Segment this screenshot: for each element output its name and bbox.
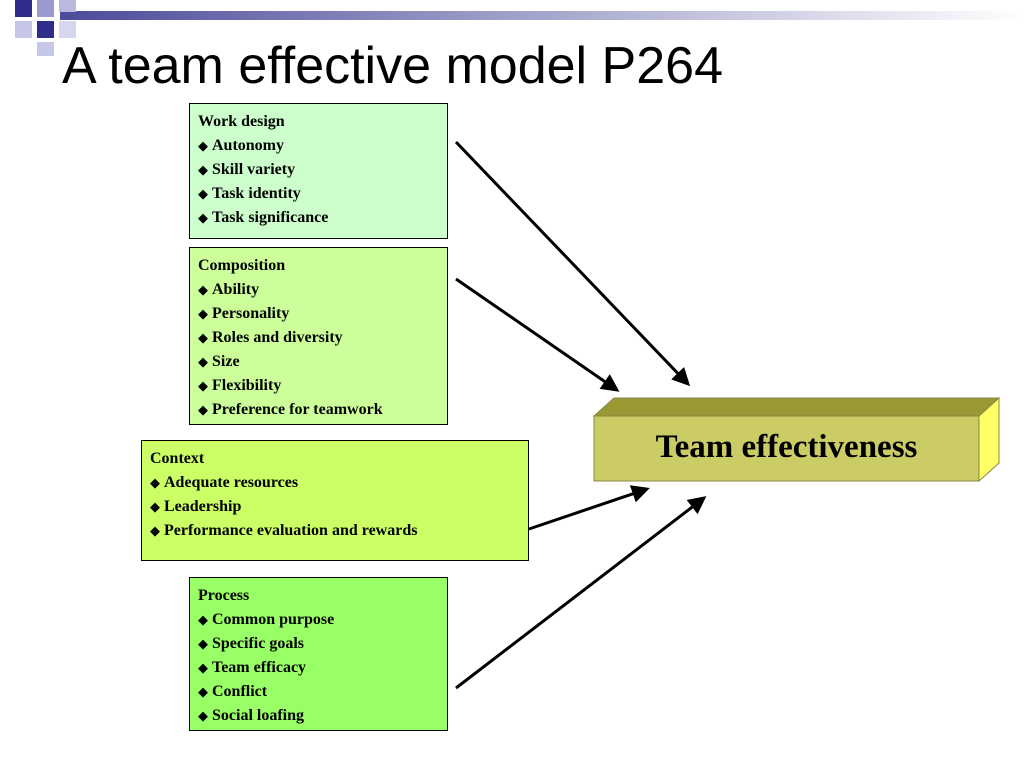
team-effectiveness-box — [592, 396, 1001, 483]
diamond-bullet-icon: ◆ — [198, 330, 208, 345]
work-design-box: Work design ◆ Autonomy ◆ Skill variety ◆ Task… — [189, 103, 448, 239]
diamond-bullet-icon: ◆ — [198, 636, 208, 651]
deco-square — [15, 21, 32, 38]
diamond-bullet-icon: ◆ — [198, 210, 208, 225]
factor-item-text: Specific goals — [212, 635, 304, 652]
deco-square — [59, 0, 76, 12]
factor-item-text: Performance evaluation and rewards — [164, 522, 418, 539]
factor-item-text: Preference for teamwork — [212, 401, 383, 418]
factor-heading: Composition — [198, 257, 286, 274]
factor-item: ◆ Specific goals — [198, 632, 439, 656]
factor-item-text: Adequate resources — [164, 474, 299, 491]
diamond-bullet-icon: ◆ — [198, 378, 208, 393]
deco-square — [59, 21, 76, 38]
deco-square — [37, 21, 54, 38]
factor-item-text: Social loafing — [212, 707, 305, 724]
factor-item-text: Team efficacy — [212, 659, 307, 676]
slide-title: A team effective model P264 — [62, 37, 723, 95]
factor-item-text: Ability — [212, 281, 260, 298]
diamond-bullet-icon: ◆ — [150, 475, 160, 490]
factor-item-list: ◆ Autonomy ◆ Skill variety ◆ Task identity ◆ Ta… — [198, 134, 439, 230]
factor-item-list: ◆ Common purpose ◆ Specific goals ◆ Team effi… — [198, 608, 439, 728]
diamond-bullet-icon: ◆ — [198, 162, 208, 177]
factor-item-text: Personality — [212, 305, 290, 322]
arrow-process — [455, 496, 707, 690]
diamond-bullet-icon: ◆ — [198, 138, 208, 153]
factor-item-text: Roles and diversity — [212, 329, 343, 346]
factor-item: ◆ Task identity — [198, 182, 439, 206]
factor-item-text: Task identity — [212, 185, 301, 202]
factor-item-text: Size — [212, 353, 240, 370]
factor-item: ◆ Leadership — [150, 495, 520, 519]
factor-item: ◆ Team efficacy — [198, 656, 439, 680]
factor-item: ◆ Size — [198, 350, 439, 374]
diamond-bullet-icon: ◆ — [150, 499, 160, 514]
factor-item: ◆ Preference for teamwork — [198, 398, 439, 422]
diamond-bullet-icon: ◆ — [198, 186, 208, 201]
arrow-composition — [455, 277, 620, 392]
factor-heading: Process — [198, 587, 250, 604]
diamond-bullet-icon: ◆ — [150, 523, 160, 538]
team-effectiveness-label: Team effectiveness — [655, 428, 918, 465]
deco-square — [37, 42, 54, 56]
factor-item-text: Leadership — [164, 498, 242, 515]
factor-item-text: Flexibility — [212, 377, 282, 394]
factor-item: ◆ Ability — [198, 278, 439, 302]
context-box: Context ◆ Adequate resources ◆ Leadership ◆ P… — [141, 440, 529, 561]
diamond-bullet-icon: ◆ — [198, 684, 208, 699]
diamond-bullet-icon: ◆ — [198, 402, 208, 417]
factor-item: ◆ Task significance — [198, 206, 439, 230]
factor-item: ◆ Adequate resources — [150, 471, 520, 495]
factor-heading: Work design — [198, 113, 285, 130]
outcome-top-face — [592, 397, 1001, 417]
factor-item-text: Conflict — [212, 683, 268, 700]
title-decoration — [15, 0, 1024, 56]
factor-item-text: Skill variety — [212, 161, 296, 178]
arrow-context — [528, 485, 650, 531]
factor-heading: Context — [150, 450, 205, 467]
factor-item-text: Common purpose — [212, 611, 335, 628]
diamond-bullet-icon: ◆ — [198, 354, 208, 369]
factor-item-list: ◆ Adequate resources ◆ Leadership ◆ Performan… — [150, 471, 520, 543]
deco-square — [15, 0, 32, 17]
factor-item: ◆ Common purpose — [198, 608, 439, 632]
factor-item-list: ◆ Ability ◆ Personality ◆ Roles and diversity… — [198, 278, 439, 422]
composition-box: Composition ◆ Ability ◆ Personality ◆ Roles a… — [189, 247, 448, 425]
factor-item: ◆ Roles and diversity — [198, 326, 439, 350]
factor-item: ◆ Skill variety — [198, 158, 439, 182]
factor-item: ◆ Performance evaluation and rewards — [150, 519, 520, 543]
factor-item-text: Task significance — [212, 209, 329, 226]
deco-square — [37, 0, 54, 17]
process-box: Process ◆ Common purpose ◆ Specific goals ◆ T… — [189, 577, 448, 731]
diamond-bullet-icon: ◆ — [198, 612, 208, 627]
factor-item: ◆ Conflict — [198, 680, 439, 704]
arrow-work-design — [454, 140, 691, 387]
factor-item: ◆ Autonomy — [198, 134, 439, 158]
diamond-bullet-icon: ◆ — [198, 306, 208, 321]
factor-item: ◆ Social loafing — [198, 704, 439, 728]
diamond-bullet-icon: ◆ — [198, 660, 208, 675]
factor-item-text: Autonomy — [212, 137, 285, 154]
factor-item: ◆ Flexibility — [198, 374, 439, 398]
diamond-bullet-icon: ◆ — [198, 708, 208, 723]
outcome-front-face — [593, 415, 980, 482]
diamond-bullet-icon: ◆ — [198, 282, 208, 297]
factor-item: ◆ Personality — [198, 302, 439, 326]
title-gradient-bar — [60, 11, 1024, 20]
